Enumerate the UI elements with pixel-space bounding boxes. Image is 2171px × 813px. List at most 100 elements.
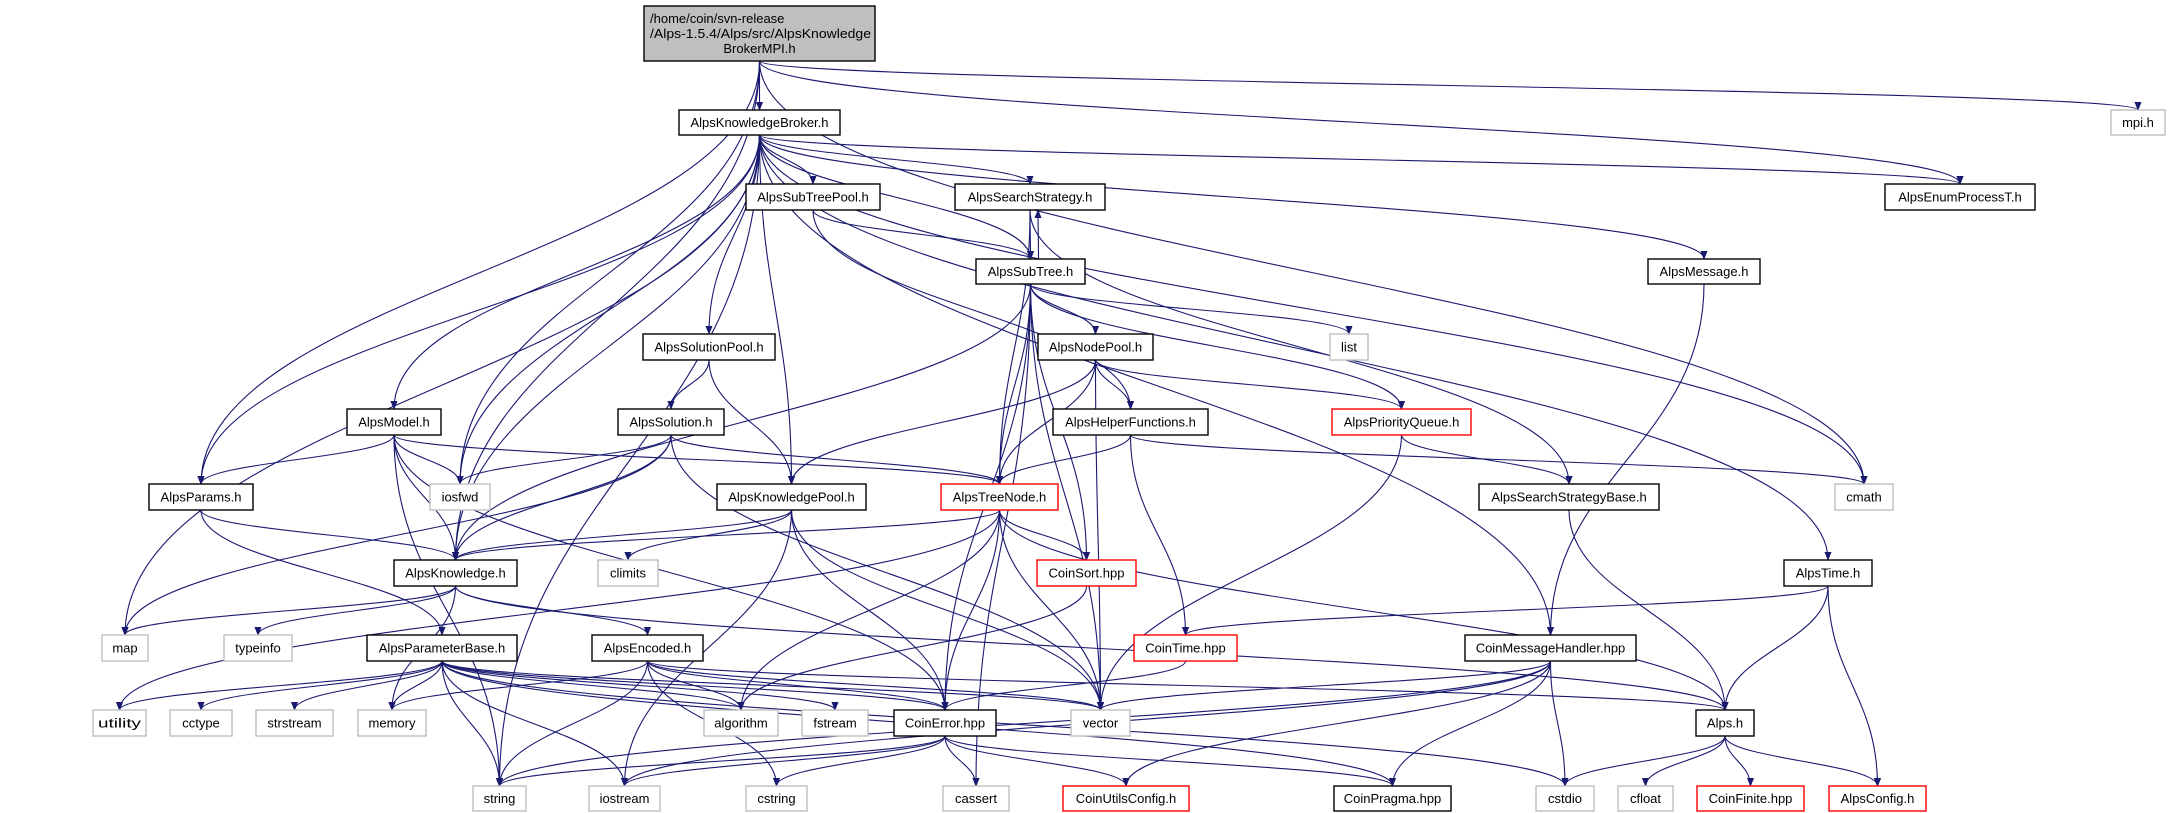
node-box: [92, 709, 147, 737]
node-label: AlpsMessage.h: [1660, 264, 1749, 279]
file-node-alpsparams-h[interactable]: AlpsParams.h: [148, 483, 254, 511]
node-box: [588, 785, 661, 812]
file-node-alpshelperfunctions-h[interactable]: AlpsHelperFunctions.h: [1052, 408, 1209, 436]
file-node-mpi-h[interactable]: mpi.h: [2110, 109, 2166, 136]
file-node-algorithm[interactable]: algorithm: [703, 709, 779, 737]
file-node-string[interactable]: string: [472, 785, 527, 812]
edge-alpssearchstrategybase-h-to-alps-h: [1568, 509, 1729, 711]
node-box: [745, 785, 808, 812]
file-node-cmath[interactable]: cmath: [1834, 483, 1894, 511]
edge-alpsknowledgebroker-h-to-coinmessagehandler-hpp: [758, 134, 1555, 636]
node-label: /home/coin/svn-release: [650, 11, 784, 26]
file-node-alpssubtreepool-h[interactable]: AlpsSubTreePool.h: [745, 183, 881, 211]
edge-alpsparameterbase-h-to-fstream: [441, 660, 839, 711]
node-box: [1695, 709, 1755, 737]
file-node-cstring[interactable]: cstring: [745, 785, 808, 812]
file-node-cfloat[interactable]: cfloat: [1617, 785, 1674, 812]
edge-alpssubtree-h-to-vector: [1029, 283, 1105, 711]
node-box: [1062, 785, 1190, 812]
node-box: [745, 183, 881, 211]
file-node-alpstime-h[interactable]: AlpsTime.h: [1783, 559, 1873, 587]
file-node-alpsnodepool-h[interactable]: AlpsNodePool.h: [1037, 333, 1154, 361]
node-label: AlpsConfig.h: [1841, 791, 1915, 806]
file-node-alpsmodel-h[interactable]: AlpsModel.h: [346, 408, 442, 436]
file-node-climits[interactable]: climits: [597, 559, 659, 587]
node-box: [940, 483, 1059, 511]
edge-alpssolutionpool-h-to-alpsknowledgepool-h: [708, 359, 796, 485]
edge-alpspriorityqueue-h-to-alpssearchstrategybase-h: [1400, 434, 1573, 485]
file-node-alpsknowledgebroker-h[interactable]: AlpsKnowledgeBroker.h: [678, 109, 841, 136]
file-node-cassert[interactable]: cassert: [942, 785, 1010, 812]
file-node-memory[interactable]: memory: [357, 709, 427, 737]
file-node-alpssearchstrategy-h[interactable]: AlpsSearchStrategy.h: [954, 183, 1106, 211]
edge-alpsparameterbase-h-to-cstdio: [441, 660, 1569, 787]
file-node-strstream[interactable]: strstream: [255, 709, 334, 737]
edge-alpsmodel-h-to-string: [393, 434, 504, 787]
node-label: climits: [610, 566, 647, 581]
file-node-alpssolutionpool-h[interactable]: AlpsSolutionPool.h: [642, 333, 776, 361]
edge-alpstreenode-h-to-alpsknowledge-h: [452, 509, 1001, 561]
file-node-coinutilsconfig-h[interactable]: CoinUtilsConfig.h: [1062, 785, 1190, 812]
node-box: [346, 408, 442, 436]
edge-alpsencoded-h-to-string: [495, 660, 649, 787]
file-node-coinsort-hpp[interactable]: CoinSort.hpp: [1036, 559, 1137, 587]
file-node-alpsencoded-h[interactable]: AlpsEncoded.h: [591, 634, 704, 662]
file-node-alpsknowledge-h[interactable]: AlpsKnowledge.h: [393, 559, 518, 587]
edge-alpstreenode-h-to-alps-h: [998, 509, 1729, 711]
file-node-iosfwd[interactable]: iosfwd: [429, 483, 491, 511]
edge-alpsencoded-h-to-coinerror-hpp: [646, 660, 949, 711]
file-node-vector[interactable]: vector: [1070, 709, 1131, 737]
node-label: cstdio: [1548, 791, 1582, 806]
file-node-coinfinite-hpp[interactable]: CoinFinite.hpp: [1696, 785, 1805, 812]
file-node-coinpragma-hpp[interactable]: CoinPragma.hpp: [1333, 785, 1452, 812]
file-node-cointime-hpp[interactable]: CoinTime.hpp: [1133, 634, 1238, 662]
file-node-map[interactable]: map: [101, 634, 149, 662]
edge-alpsknowledge-h-to-typeinfo: [254, 585, 457, 636]
node-box: [643, 5, 876, 62]
edge-alpsknowledgebroker-h-to-alpsparams-h: [197, 134, 761, 485]
edge-alpssolution-h-to-alpstreenode-h: [670, 434, 1003, 485]
node-label: AlpsKnowledgeBroker.h: [690, 115, 828, 130]
file-node-alpsconfig-h[interactable]: AlpsConfig.h: [1828, 785, 1927, 812]
edge-alpsparameterbase-h-to-utility: [116, 660, 443, 711]
edge-alpsmodel-h-to-iosfwd: [393, 434, 464, 485]
edge-alpsknowledgepool-h-to-coinerror-hpp: [790, 509, 949, 711]
file-node-fstream[interactable]: fstream: [801, 709, 869, 737]
edge-alpsnodepool-h-to-alpshelperfunctions-h: [1094, 359, 1135, 410]
edge-alpshelperfunctions-h-to-cmath: [1129, 434, 1868, 485]
file-node-alpsknowledgepool-h[interactable]: AlpsKnowledgePool.h: [716, 483, 867, 511]
node-label: AlpsSolutionPool.h: [654, 340, 763, 355]
file-node-cstdio[interactable]: cstdio: [1535, 785, 1595, 812]
edge-alpstreenode-h-to-vector: [998, 509, 1105, 711]
file-node-alps-h[interactable]: Alps.h: [1695, 709, 1755, 737]
node-box: [678, 109, 841, 136]
file-node-typeinfo[interactable]: typeinfo: [223, 634, 293, 662]
file-node-alpsenumprocesst-h[interactable]: AlpsEnumProcessT.h: [1884, 183, 2036, 211]
edge-alpsmodel-h-to-coinerror-hpp: [393, 434, 949, 711]
edge-alps-h-to-cstdio: [1561, 735, 1726, 787]
node-box: [801, 709, 869, 737]
edge-alpsknowledgebroker-h-to-alpsenumprocesst-h: [758, 134, 1964, 185]
file-node-cctype[interactable]: cctype: [169, 709, 233, 737]
file-node-alpssolution-h[interactable]: AlpsSolution.h: [617, 408, 725, 436]
file-node-coinerror-hpp[interactable]: CoinError.hpp: [893, 709, 997, 737]
file-node-alpssubtree-h[interactable]: AlpsSubTree.h: [975, 258, 1086, 285]
file-node-utility[interactable]: utility: [92, 709, 147, 737]
file-node-coinmessagehandler-hpp[interactable]: CoinMessageHandler.hpp: [1464, 634, 1637, 662]
edge-alpsparameterbase-h-to-iostream: [441, 660, 629, 787]
node-box: [1052, 408, 1209, 436]
file-node-list[interactable]: list: [1329, 333, 1369, 361]
file-node-alpsparameterbase-h[interactable]: AlpsParameterBase.h: [366, 634, 518, 662]
file-node-alpspriorityqueue-h[interactable]: AlpsPriorityQueue.h: [1331, 408, 1472, 436]
edge-alpsknowledgepool-h-to-vector: [790, 509, 1105, 711]
edge-alpsnodepool-h-to-alpstreenode-h: [995, 359, 1097, 485]
node-label: cfloat: [1630, 791, 1661, 806]
edge-coinmessagehandler-hpp-to-cstdio: [1549, 660, 1569, 787]
file-node-alpstreenode-h[interactable]: AlpsTreeNode.h: [940, 483, 1059, 511]
node-label: CoinMessageHandler.hpp: [1476, 641, 1626, 656]
edge-alpsparameterbase-h-to-algorithm: [441, 660, 745, 711]
file-node-alpsmessage-h[interactable]: AlpsMessage.h: [1647, 258, 1761, 285]
root-file-node[interactable]: /home/coin/svn-release/Alps-1.5.4/Alps/s…: [643, 5, 876, 62]
file-node-iostream[interactable]: iostream: [588, 785, 661, 812]
file-node-alpssearchstrategybase-h[interactable]: AlpsSearchStrategyBase.h: [1478, 483, 1660, 511]
